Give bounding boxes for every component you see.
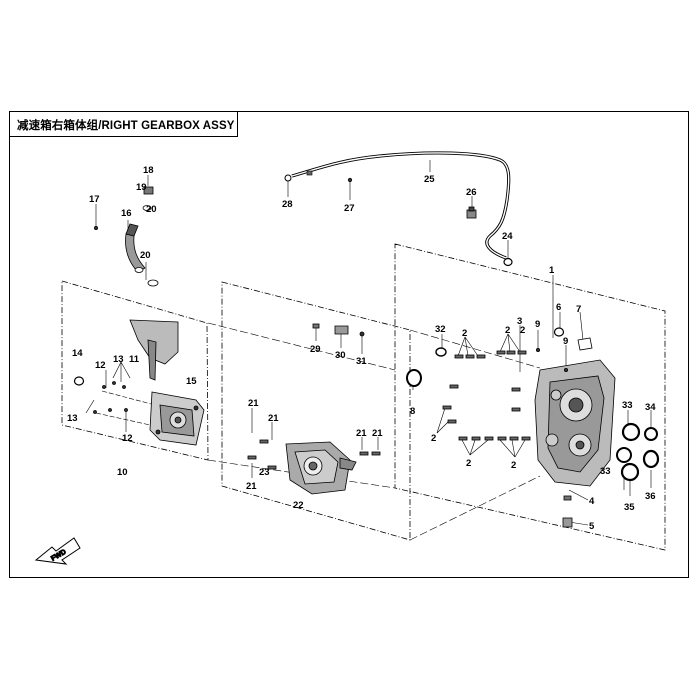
callout-1: 1 <box>549 265 555 276</box>
callout-6: 6 <box>556 302 561 313</box>
seal-32 <box>435 347 447 357</box>
bearing-33-upper <box>621 422 641 442</box>
callout-16: 16 <box>121 208 132 219</box>
callout-9: 9 <box>563 336 568 347</box>
callout-33: 33 <box>622 400 633 411</box>
callout-labels: 1 2 2 2 2 2 2 3 4 5 6 7 8 9 9 10 11 12 1… <box>67 165 656 532</box>
middle-housing-22 <box>247 439 381 495</box>
callout-8: 8 <box>410 406 415 417</box>
callout-21: 21 <box>356 428 367 439</box>
bearing-35 <box>620 462 640 482</box>
callout-11: 11 <box>129 354 140 365</box>
callout-19: 19 <box>136 182 147 193</box>
callout-34: 34 <box>645 402 656 413</box>
right-case-1 <box>534 327 616 528</box>
callout-2: 2 <box>520 325 525 336</box>
right-case-outline <box>394 243 666 551</box>
diagram-frame <box>9 111 689 578</box>
seals <box>406 347 660 482</box>
callout-21: 21 <box>372 428 383 439</box>
callout-14: 14 <box>72 348 83 359</box>
callout-2: 2 <box>462 328 467 339</box>
callout-23: 23 <box>259 467 270 478</box>
callout-17: 17 <box>89 194 100 205</box>
callout-21: 21 <box>268 413 279 424</box>
fwd-arrow-icon: FWD <box>34 537 81 565</box>
callout-33: 33 <box>600 466 611 477</box>
callout-20: 20 <box>140 250 151 261</box>
bolts-2 <box>442 350 531 441</box>
callout-29: 29 <box>310 344 321 355</box>
callout-30: 30 <box>335 350 346 361</box>
callout-2: 2 <box>431 433 436 444</box>
plug-26 <box>466 206 477 219</box>
callout-2: 2 <box>505 325 510 336</box>
callout-2: 2 <box>511 460 516 471</box>
callout-15: 15 <box>186 376 197 387</box>
callout-4: 4 <box>589 496 595 507</box>
callout-12: 12 <box>122 433 133 444</box>
bearing-33-lower <box>616 447 632 463</box>
callout-21: 21 <box>246 481 257 492</box>
callout-7: 7 <box>576 304 581 315</box>
callout-22: 22 <box>293 500 304 511</box>
diagram-title: 减速箱右箱体组/RIGHT GEARBOX ASSY <box>17 120 235 132</box>
callout-12: 12 <box>95 360 106 371</box>
small-parts-29-31 <box>312 323 365 337</box>
callout-20: 20 <box>146 204 157 215</box>
callout-9: 9 <box>535 319 540 330</box>
callout-25: 25 <box>424 174 435 185</box>
callout-28: 28 <box>282 199 293 210</box>
callout-24: 24 <box>502 231 513 242</box>
seal-36 <box>642 449 660 469</box>
hose-25 <box>284 151 513 267</box>
callout-3: 3 <box>517 316 522 327</box>
callout-2: 2 <box>466 458 471 469</box>
callout-10: 10 <box>117 467 128 478</box>
seal-34 <box>644 427 658 441</box>
callout-36: 36 <box>645 491 656 502</box>
seal-8 <box>406 369 422 387</box>
title-box <box>9 111 238 137</box>
callout-35: 35 <box>624 502 635 513</box>
callout-27: 27 <box>344 203 355 214</box>
callout-18: 18 <box>143 165 154 176</box>
callout-13: 13 <box>67 413 78 424</box>
breather-assembly <box>94 186 159 287</box>
callout-13: 13 <box>113 354 124 365</box>
callout-32: 32 <box>435 324 446 335</box>
callout-26: 26 <box>466 187 477 198</box>
callout-31: 31 <box>356 356 367 367</box>
callout-21: 21 <box>248 398 259 409</box>
callout-5: 5 <box>589 521 595 532</box>
left-cover-assembly <box>73 319 205 446</box>
middle-assembly-outline <box>221 281 411 541</box>
